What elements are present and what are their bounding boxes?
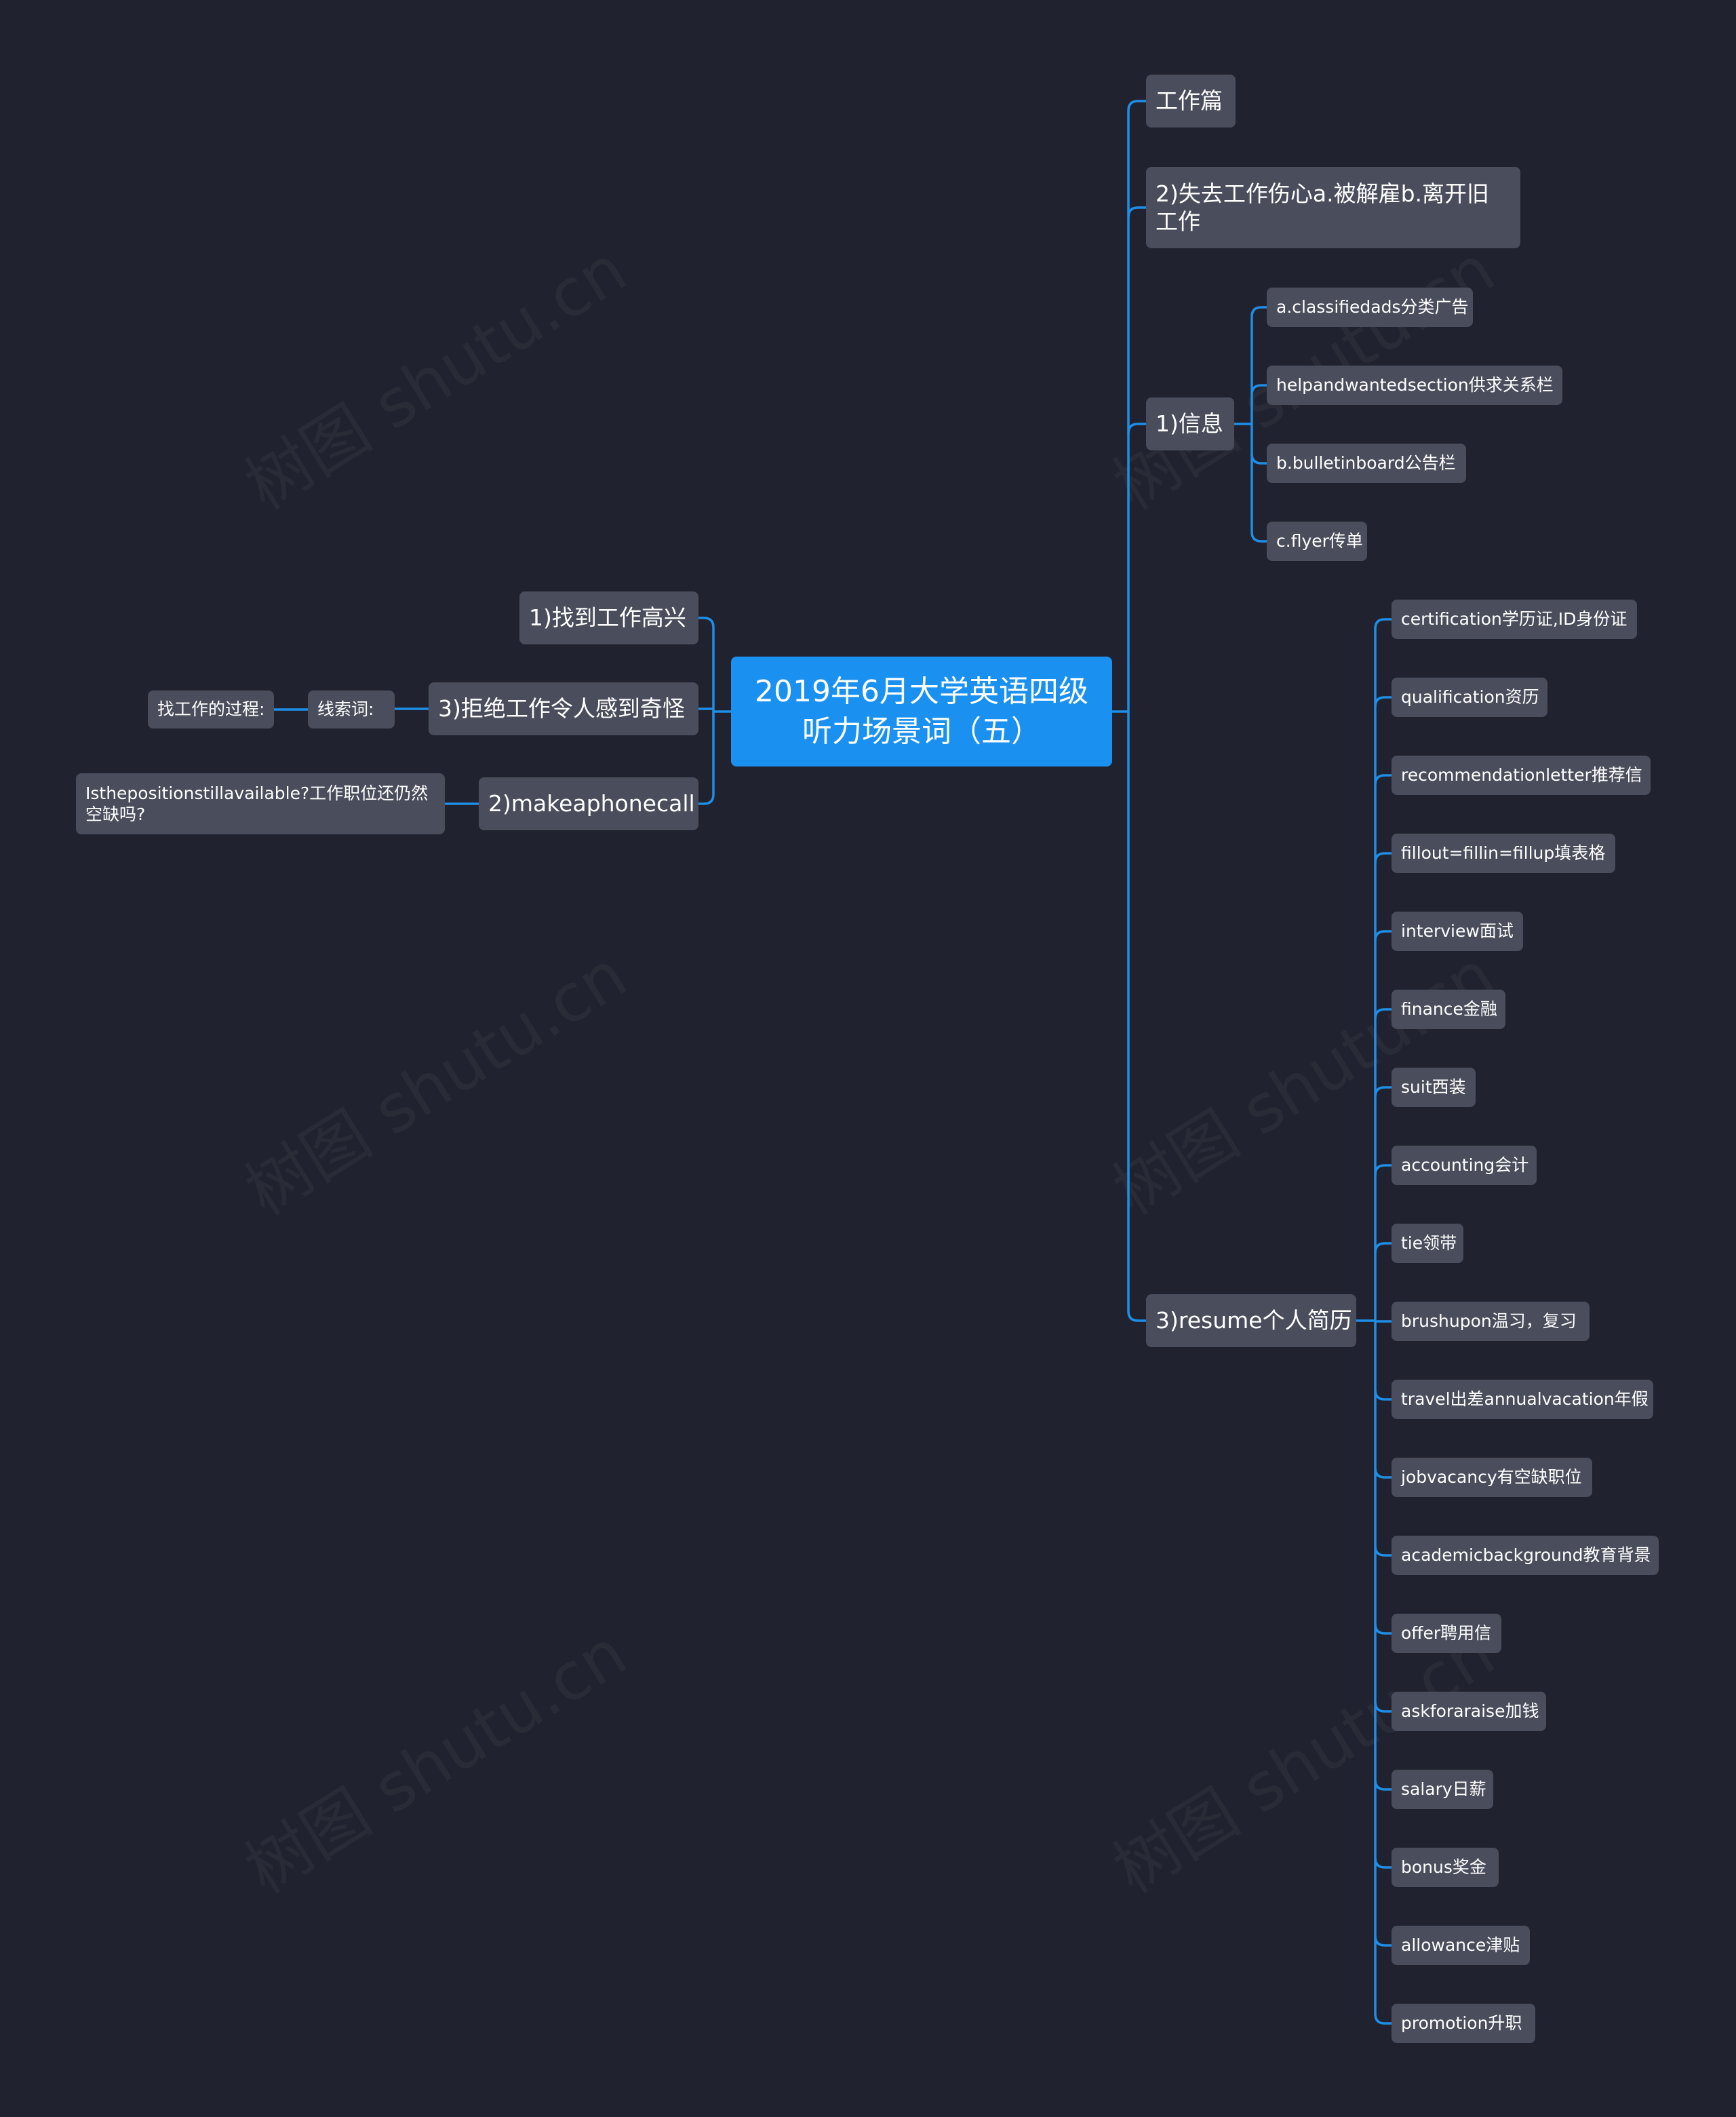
connector-line	[1374, 1389, 1392, 1401]
connector-line	[1374, 1935, 1392, 1947]
phone-call-question[interactable]: Isthepositionstillavailable?工作职位还仍然空缺吗?	[76, 773, 445, 834]
topic-work[interactable]: 工作篇	[1146, 75, 1236, 128]
resume-item[interactable]: allowance津贴	[1392, 1926, 1530, 1965]
connector-line	[1250, 306, 1267, 317]
resume-item[interactable]: fillout=fillin=fillup填表格	[1392, 834, 1615, 873]
topic-happy[interactable]: 1)找到工作高兴	[519, 591, 698, 644]
connector-line	[1374, 774, 1392, 785]
resume-item[interactable]: accounting会计	[1392, 1146, 1537, 1185]
connector-line	[698, 617, 715, 628]
resume-item[interactable]: travel出差annualvacation年假	[1392, 1380, 1653, 1419]
connector-line	[1374, 2013, 1392, 2025]
resume-item[interactable]: tie领带	[1392, 1224, 1463, 1263]
resume-item[interactable]: jobvacancy有空缺职位	[1392, 1458, 1592, 1497]
info-item[interactable]: a.classifiedads分类广告	[1267, 288, 1473, 327]
job-process[interactable]: 找工作的过程:	[148, 691, 274, 729]
connector-line	[1374, 1779, 1392, 1791]
resume-item[interactable]: bonus奖金	[1392, 1848, 1499, 1887]
resume-item[interactable]: recommendationletter推荐信	[1392, 756, 1651, 795]
connector-line	[1374, 696, 1392, 707]
connector-line	[1250, 453, 1267, 465]
connector-line	[1250, 384, 1267, 395]
connector-line	[1374, 1467, 1392, 1479]
connector-line	[1374, 1857, 1392, 1869]
resume-item[interactable]: salary日薪	[1392, 1770, 1493, 1809]
connector-line	[1374, 1164, 1392, 1176]
topic-phone-call[interactable]: 2)makeaphonecall	[479, 777, 698, 830]
connector-line	[1374, 1008, 1392, 1019]
connector-line	[1374, 1623, 1392, 1635]
connector-line	[1374, 618, 1392, 629]
resume-item[interactable]: suit西装	[1392, 1068, 1476, 1107]
root-topic[interactable]: 2019年6月大学英语四级听力场景词（五）	[731, 657, 1112, 766]
resume-item[interactable]: interview面试	[1392, 912, 1523, 951]
resume-item[interactable]: brushupon温习，复习	[1392, 1302, 1590, 1341]
info-item[interactable]: b.bulletinboard公告栏	[1267, 444, 1466, 483]
connector-line	[1374, 1545, 1392, 1557]
resume-item[interactable]: certification学历证,ID身份证	[1392, 600, 1637, 639]
resume-item[interactable]: finance金融	[1392, 990, 1505, 1029]
resume-item[interactable]: offer聘用信	[1392, 1614, 1501, 1653]
clue-words[interactable]: 线索词:	[308, 691, 395, 729]
connector-line	[1374, 1701, 1392, 1713]
info-item[interactable]: helpandwantedsection供求关系栏	[1267, 366, 1562, 405]
connector-line	[1374, 1086, 1392, 1098]
connector-line	[1127, 1310, 1146, 1322]
connector-line	[698, 794, 715, 805]
resume-item[interactable]: promotion升职	[1392, 2004, 1535, 2043]
info-item[interactable]: c.flyer传单	[1267, 522, 1367, 561]
topic-reject[interactable]: 3)拒绝工作令人感到奇怪	[429, 682, 698, 735]
connector-line	[1374, 1242, 1392, 1254]
topic-lose-job[interactable]: 2)失去工作伤心a.被解雇b.离开旧工作	[1146, 167, 1520, 248]
connector-line	[1127, 423, 1146, 434]
resume-item[interactable]: qualification资历	[1392, 678, 1547, 717]
connector-line	[1374, 852, 1392, 863]
connector-line	[1250, 531, 1267, 543]
resume-item[interactable]: academicbackground教育背景	[1392, 1536, 1659, 1575]
topic-info[interactable]: 1)信息	[1146, 397, 1234, 450]
resume-item[interactable]: askforaraise加钱	[1392, 1692, 1546, 1731]
connector-line	[1127, 100, 1146, 111]
connector-line	[1127, 206, 1146, 218]
topic-resume[interactable]: 3)resume个人简历	[1146, 1294, 1356, 1347]
connector-line	[1374, 930, 1392, 941]
